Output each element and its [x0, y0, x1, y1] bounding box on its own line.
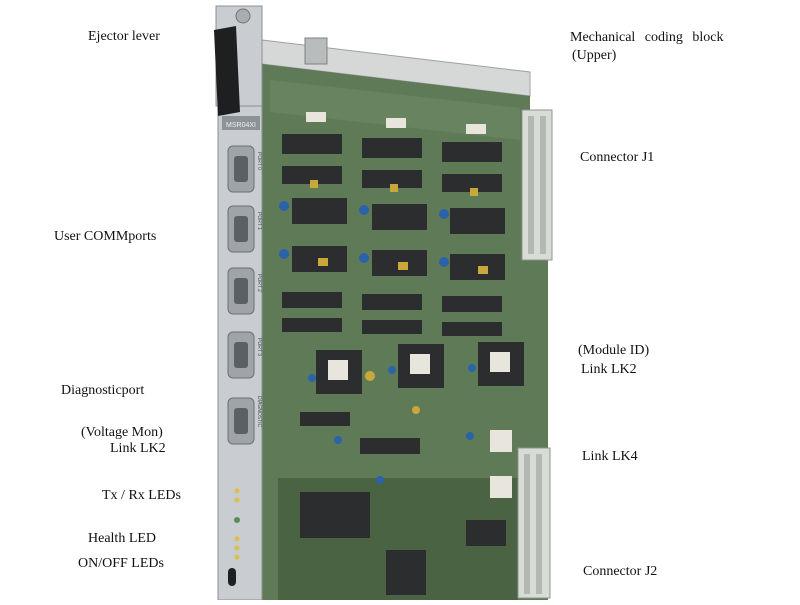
- coding-block: [304, 37, 328, 65]
- rx-led: [234, 497, 240, 503]
- label-diagnostic-port: Diagnosticport: [61, 383, 145, 398]
- connector-j1: [521, 109, 553, 261]
- ejector-lever: [214, 26, 240, 116]
- tx-led: [234, 488, 240, 494]
- onoff-led-2: [234, 545, 240, 551]
- port0-text: PORT 0: [256, 152, 262, 170]
- onoff-led-1: [234, 536, 240, 542]
- label-link-lk2-voltage: Link LK2: [110, 441, 166, 456]
- connector-j2: [517, 447, 551, 599]
- label-coding-block: Mechanical coding block: [570, 30, 724, 45]
- label-ejector-lever: Ejector lever: [88, 29, 160, 44]
- label-on-off-leds: ON/OFF LEDs: [78, 556, 164, 571]
- label-tx-rx-leds: Tx / Rx LEDs: [102, 488, 181, 503]
- label-connector-j2: Connector J2: [583, 564, 658, 579]
- port1-text: PORT 1: [256, 212, 262, 230]
- label-user-commports: User COMMports: [54, 229, 157, 244]
- label-link-lk4: Link LK4: [582, 449, 638, 464]
- label-health-led: Health LED: [88, 531, 157, 546]
- port2-text: PORT 2: [256, 274, 262, 292]
- health-led: [234, 517, 240, 523]
- diagnostic-text: DIAGNOSTIC: [256, 396, 262, 428]
- port3-text: PORT 3: [256, 338, 262, 356]
- label-module-id: (Module ID): [578, 343, 650, 358]
- label-voltage-mon: (Voltage Mon): [81, 425, 163, 440]
- label-coding-block-upper: (Upper): [572, 48, 617, 63]
- onoff-switch: [228, 568, 236, 586]
- label-connector-j1: Connector J1: [580, 150, 655, 165]
- panel-screw: [235, 8, 251, 24]
- label-link-lk2-module: Link LK2: [581, 362, 637, 377]
- model-label: MSR04XI: [226, 122, 256, 129]
- onoff-led-3: [234, 554, 240, 560]
